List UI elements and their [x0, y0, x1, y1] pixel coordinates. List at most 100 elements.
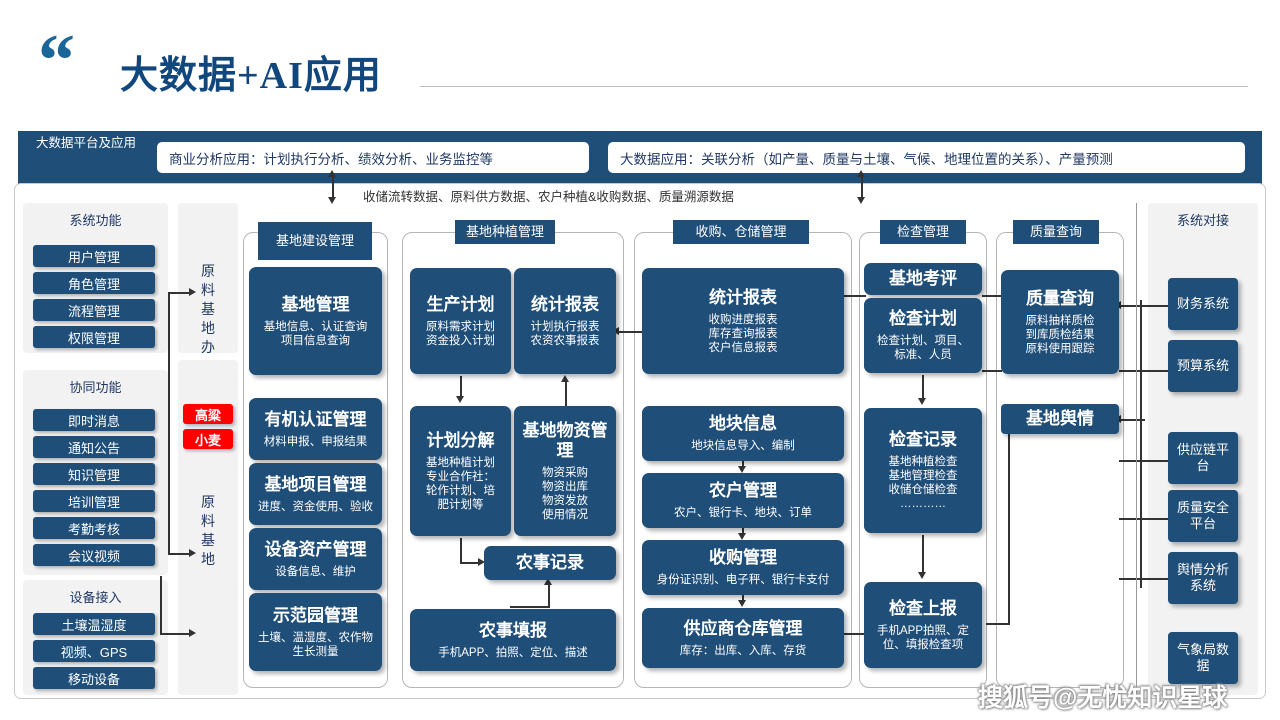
card-subtitle: 原料抽样质检 到库质检结果 原料使用跟踪: [1025, 314, 1095, 355]
column-tab-base-construction[interactable]: 基地建设管理: [258, 222, 372, 260]
section-label-top: 原料基地办: [201, 263, 215, 355]
card-plan-breakdown[interactable]: 计划分解 基地种植计划 专业合作社： 轮作计划、培 肥计划等: [410, 406, 511, 536]
card-base-materials[interactable]: 基地物资管理 物资采购 物资出库 物资发放 使用情况: [514, 406, 616, 536]
card-inspection-record[interactable]: 检查记录 基地种植检查 基地管理检查 收储仓储检查 …………: [864, 408, 982, 533]
arrowhead-sidebar-bottom: [189, 549, 196, 557]
card-planting-statistics[interactable]: 统计报表 计划执行报表 农资农事报表: [514, 268, 616, 374]
connector-breakdown-down: [460, 538, 462, 562]
connector-plan-record: [922, 375, 924, 401]
card-equipment-asset[interactable]: 设备资产管理 设备信息、维护: [249, 528, 382, 590]
card-farmer-mgmt[interactable]: 农户管理 农户、银行卡、地块、订单: [642, 473, 844, 528]
connector-report-up: [548, 583, 550, 607]
card-inspection-plan[interactable]: 检查计划 检查计划、项目、 标准、人员: [864, 298, 982, 373]
arrowhead-flow-down-2: [857, 197, 865, 204]
sidebar-item-role-mgmt[interactable]: 角色管理: [33, 272, 155, 294]
arrowhead-report-up: [544, 578, 552, 585]
card-base-management[interactable]: 基地管理 基地信息、认证查询 项目信息查询: [249, 267, 382, 375]
integration-item-opinion-analysis[interactable]: 舆情分析系统: [1168, 552, 1238, 604]
card-base-project[interactable]: 基地项目管理 进度、资金使用、验收: [249, 463, 382, 525]
sidebar-item-notice[interactable]: 通知公告: [33, 436, 155, 458]
arrowhead-record-upload: [918, 572, 926, 579]
card-demo-garden[interactable]: 示范园管理 土壤、温湿度、农作物 生长测量: [249, 593, 382, 671]
connector-materials-up: [565, 380, 567, 406]
card-title: 有机认证管理: [264, 409, 367, 429]
card-production-plan[interactable]: 生产计划 原料需求计划 资金投入计划: [410, 268, 511, 374]
connector-inspect-quality-top: [982, 295, 1002, 297]
card-quality-query[interactable]: 质量查询 原料抽样质检 到库质检结果 原料使用跟踪: [1001, 270, 1119, 374]
sidebar-item-soil-sensor[interactable]: 土壤温湿度: [33, 613, 155, 635]
card-supplier-warehouse[interactable]: 供应商仓库管理 库存：出库、入库、存货: [642, 608, 844, 668]
connector-plan-down: [460, 376, 462, 398]
card-title: 农事记录: [516, 553, 584, 572]
sidebar-item-training-mgmt[interactable]: 培训管理: [33, 490, 155, 512]
sidebar-item-meeting-video[interactable]: 会议视频: [33, 544, 155, 566]
card-title: 财务系统: [1176, 296, 1229, 311]
card-title: 基地项目管理: [264, 474, 367, 494]
card-subtitle: 地块信息导入、编制: [691, 440, 795, 452]
banner-left-label: 大数据平台及应用: [35, 136, 136, 150]
column-tab-procurement[interactable]: 收购、仓储管理: [673, 220, 809, 244]
arrowhead-device-out: [189, 629, 196, 637]
card-inspection-upload[interactable]: 检查上报 手机APP拍照、定 位、填报检查项: [864, 582, 982, 668]
card-base-public-opinion[interactable]: 基地舆情: [1001, 404, 1119, 434]
crop-tag-sorghum: 高粱: [183, 404, 233, 424]
column-tab-planting[interactable]: 基地种植管理: [455, 220, 555, 244]
integration-item-quality-safety[interactable]: 质量安全平台: [1168, 490, 1238, 542]
card-title: 基地管理: [281, 294, 350, 314]
card-base-evaluation[interactable]: 基地考评: [864, 263, 982, 295]
card-farming-record[interactable]: 农事记录: [484, 546, 616, 580]
card-title: 检查记录: [889, 430, 957, 449]
sidebar-group-title-system: 系统功能: [69, 213, 122, 228]
connector-banner-up-2: [861, 176, 863, 200]
sidebar-item-knowledge-mgmt[interactable]: 知识管理: [33, 463, 155, 485]
card-plot-info[interactable]: 地块信息 地块信息导入、编制: [642, 406, 844, 461]
integration-item-weather[interactable]: 气象局数据: [1168, 632, 1238, 684]
integration-item-budget[interactable]: 预算系统: [1168, 340, 1238, 392]
integration-item-finance[interactable]: 财务系统: [1168, 278, 1238, 330]
integration-item-supply-chain[interactable]: 供应链平台: [1168, 432, 1238, 484]
data-flow-note: 收储流转数据、原料供方数据、农户种植&收购数据、质量溯源数据: [363, 190, 734, 204]
connector-stats-left: [616, 331, 644, 333]
card-title: 设备资产管理: [264, 539, 367, 559]
card-title: 质量查询: [1026, 288, 1094, 308]
card-organic-cert[interactable]: 有机认证管理 材料申报、申报结果: [249, 398, 382, 460]
card-title: 供应商仓库管理: [683, 618, 803, 638]
column-tab-quality[interactable]: 质量查询: [1013, 220, 1099, 244]
section-strip-top: [178, 203, 238, 353]
sidebar-item-video-gps[interactable]: 视频、GPS: [33, 640, 155, 662]
card-purchase-mgmt[interactable]: 收购管理 身份证识别、电子秤、银行卡支付: [642, 540, 844, 595]
sidebar-item-user-mgmt[interactable]: 用户管理: [33, 245, 155, 267]
arrowhead-banner-up: [328, 170, 336, 177]
arrowhead-plot-down: [738, 466, 746, 473]
card-title: 农户管理: [709, 481, 777, 500]
sidebar-group-title-device: 设备接入: [69, 590, 122, 605]
card-subtitle: 设备信息、维护: [275, 565, 356, 578]
card-subtitle: 库存：出库、入库、存货: [679, 644, 807, 657]
watermark: 搜狐号@无忧知识星球: [978, 684, 1228, 712]
card-subtitle: 材料申报、申报结果: [263, 435, 368, 448]
connector-finance: [1119, 305, 1169, 307]
arrowhead-plan-down: [456, 396, 464, 403]
column-tab-inspection[interactable]: 检查管理: [880, 220, 966, 244]
banner-box-bigdata-application[interactable]: 大数据应用：关联分析（如产量、质量与土壤、气候、地理位置的关系）、产量预测: [608, 142, 1245, 173]
section-label-bottom: 原料基地: [201, 494, 215, 567]
page-title: 大数据+AI应用: [120, 55, 382, 97]
sidebar-item-process-mgmt[interactable]: 流程管理: [33, 299, 155, 321]
card-farming-report[interactable]: 农事填报 手机APP、拍照、定位、描述: [410, 609, 616, 671]
connector-sidebar-bottom: [168, 553, 190, 555]
connector-right-bus: [1140, 300, 1142, 588]
card-title: 收购管理: [709, 548, 777, 567]
sidebar-item-attendance[interactable]: 考勤考核: [33, 517, 155, 539]
title-divider: [420, 86, 1248, 87]
card-title: 检查计划: [889, 309, 957, 328]
sidebar-item-mobile-device[interactable]: 移动设备: [33, 667, 155, 689]
card-subtitle: 检查计划、项目、 标准、人员: [877, 335, 969, 361]
sidebar-item-instant-message[interactable]: 即时消息: [33, 409, 155, 431]
card-procurement-statistics[interactable]: 统计报表 收购进度报表 库存查询报表 农户信息报表: [642, 268, 844, 374]
banner-box-business-analytics[interactable]: 商业分析应用：计划执行分析、绩效分析、业务监控等: [157, 142, 589, 173]
connector-plot-down: [742, 461, 744, 469]
card-subtitle: 土壤、温湿度、农作物 生长测量: [258, 631, 373, 658]
connector-report-left: [510, 606, 550, 608]
connector-supply-chain: [1119, 460, 1169, 462]
sidebar-item-permission-mgmt[interactable]: 权限管理: [33, 326, 155, 348]
